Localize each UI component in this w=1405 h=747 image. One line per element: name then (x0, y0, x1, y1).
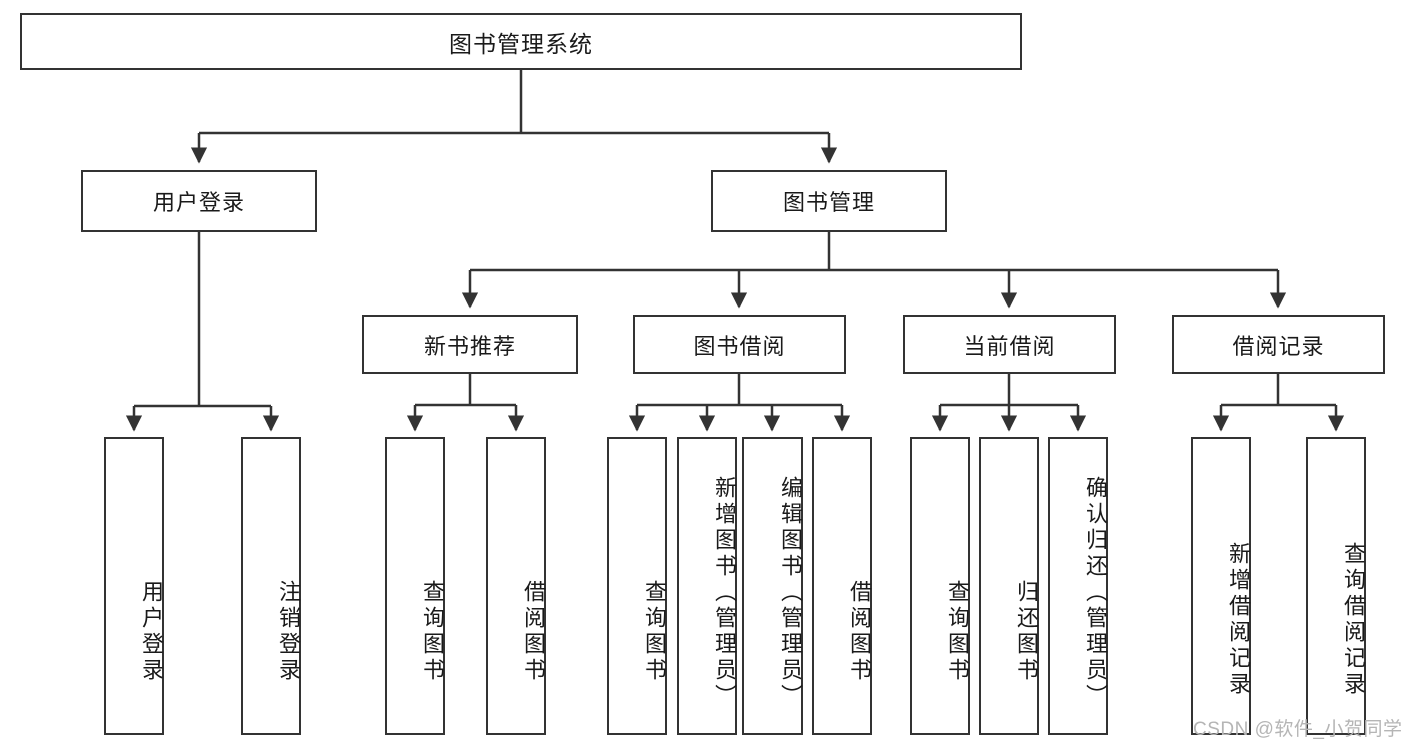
leaf-current-confirm-return-admin[interactable]: 确认归还（管理员） (1048, 437, 1108, 735)
leaf-borrow-add-book-admin[interactable]: 新增图书（管理员） (677, 437, 737, 735)
csdn-watermark: CSDN @软件_小贺同学 (1193, 719, 1403, 740)
node-current-borrow[interactable]: 当前借阅 (903, 315, 1116, 374)
node-book-management[interactable]: 图书管理 (711, 170, 947, 232)
node-new-book-recommend[interactable]: 新书推荐 (362, 315, 578, 374)
leaf-current-return-book[interactable]: 归还图书 (979, 437, 1039, 735)
leaf-records-query-record[interactable]: 查询借阅记录 (1306, 437, 1366, 735)
node-borrow-records[interactable]: 借阅记录 (1172, 315, 1385, 374)
leaf-user-login-signin[interactable]: 用户登录 (104, 437, 164, 735)
node-book-borrow[interactable]: 图书借阅 (633, 315, 846, 374)
leaf-borrow-edit-book-admin[interactable]: 编辑图书（管理员） (742, 437, 803, 735)
leaf-records-add-record[interactable]: 新增借阅记录 (1191, 437, 1251, 735)
leaf-borrow-query-book[interactable]: 查询图书 (607, 437, 667, 735)
node-user-login[interactable]: 用户登录 (81, 170, 317, 232)
leaf-user-login-signout[interactable]: 注销登录 (241, 437, 301, 735)
leaf-current-query-book[interactable]: 查询图书 (910, 437, 970, 735)
leaf-new-book-borrow[interactable]: 借阅图书 (486, 437, 546, 735)
leaf-new-book-query[interactable]: 查询图书 (385, 437, 445, 735)
node-root-system[interactable]: 图书管理系统 (20, 13, 1022, 70)
leaf-borrow-borrow-book[interactable]: 借阅图书 (812, 437, 872, 735)
